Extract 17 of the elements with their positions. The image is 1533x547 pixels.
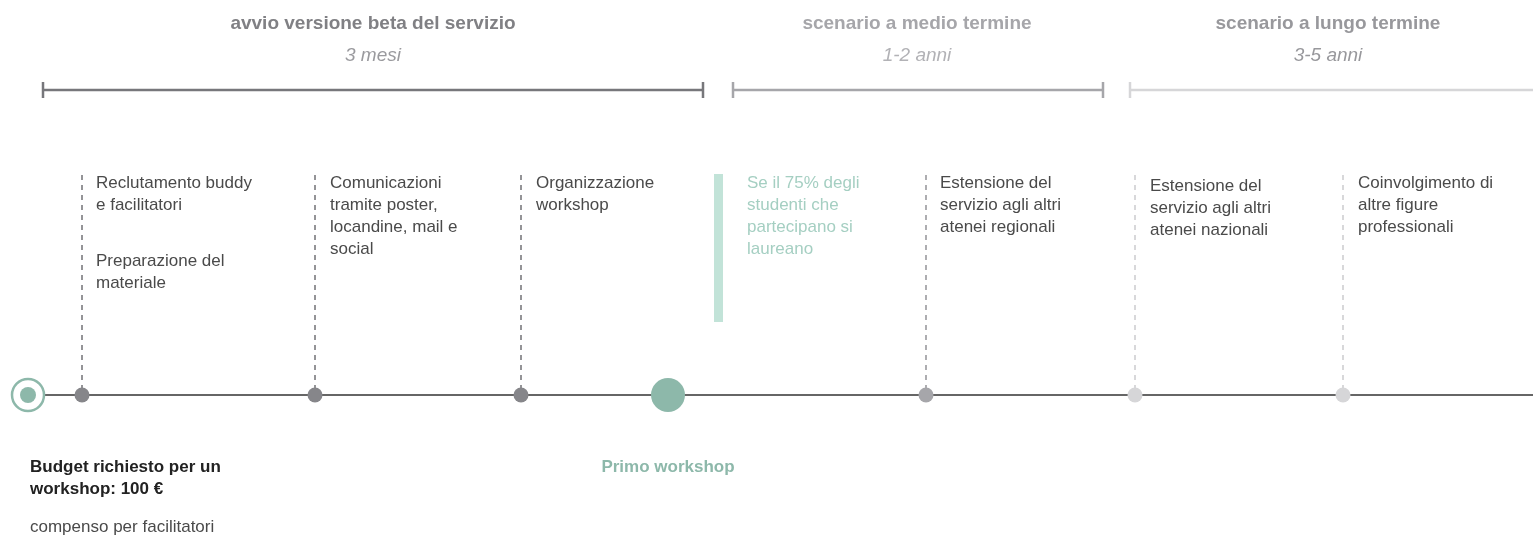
milestone-text: Estensione del servizio agli altri atenei regionali	[940, 172, 1062, 238]
milestone-text: Comunicazioni tramite poster, locandine, mail e social	[330, 172, 459, 260]
phase-duration: 3 mesi	[344, 43, 403, 67]
milestone-text: Organizzazione workshop	[536, 172, 656, 216]
phase-title: scenario a lungo termine	[1214, 11, 1442, 35]
phase-duration: 1-2 anni	[881, 43, 953, 67]
phase-title: scenario a medio termine	[801, 11, 1033, 35]
budget-heading: Budget richiesto per un workshop: 100 €	[30, 456, 222, 500]
milestone-text: Preparazione del materiale	[96, 250, 226, 294]
phase-duration: 3-5 anni	[1292, 43, 1364, 67]
milestone-text: Estensione del servizio agli altri atenei nazionali	[1150, 175, 1272, 241]
budget-note: compenso per facilitatori	[30, 516, 216, 538]
phase-title: avvio versione beta del servizio	[229, 11, 517, 35]
milestone-caption: Primo workshop	[600, 456, 736, 478]
milestone-text: Coinvolgimento di altre figure professionali	[1358, 172, 1495, 238]
milestone-text: Reclutamento buddy e facilitatori	[96, 172, 253, 216]
goal-text: Se il 75% degli studenti che partecipano si laureano	[747, 172, 861, 260]
